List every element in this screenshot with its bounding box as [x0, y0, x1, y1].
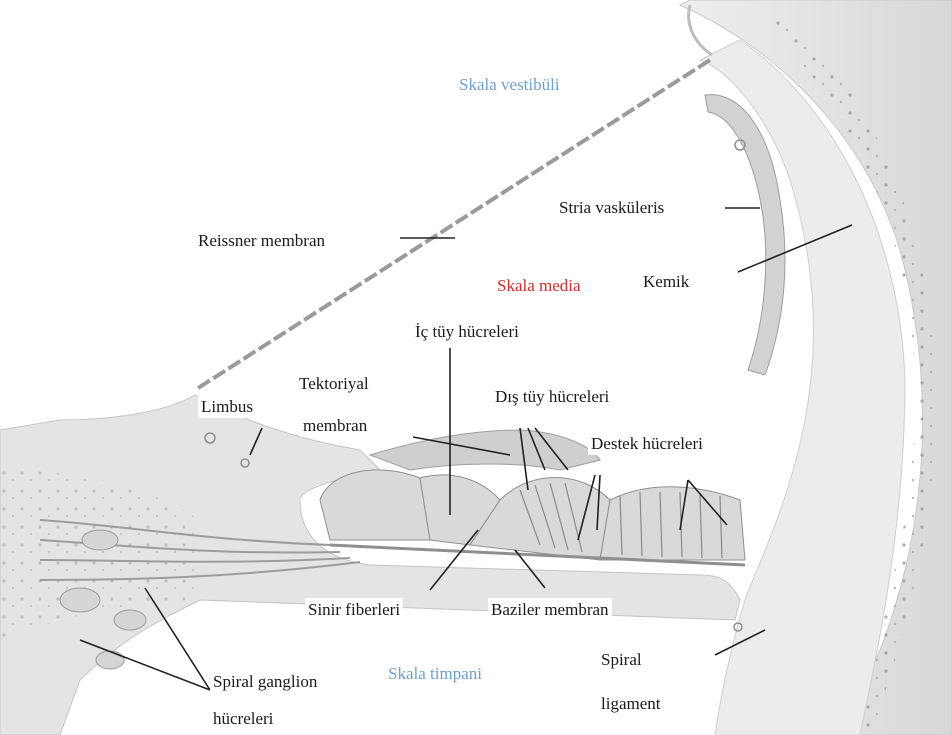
label-kemik: Kemik	[640, 270, 692, 293]
label-skala-timpani: Skala timpani	[385, 662, 485, 685]
label-skala-media: Skala media	[494, 274, 584, 297]
label-reissner-membran: Reissner membran	[195, 229, 328, 252]
label-ic-tuy-hucreleri: İç tüy hücreleri	[412, 320, 522, 343]
label-spiral-ligament-line2: ligament	[598, 692, 663, 715]
label-dis-tuy-hucreleri: Dış tüy hücreleri	[492, 385, 612, 408]
label-spiral-ganglion-line1: Spiral ganglion	[210, 670, 320, 693]
label-baziler-membran: Baziler membran	[488, 598, 612, 621]
label-tektoriyal-line2: membran	[300, 414, 370, 437]
label-tektoriyal-line1: Tektoriyal	[296, 372, 372, 395]
label-destek-hucreleri: Destek hücreleri	[588, 432, 706, 455]
label-sinir-fiberleri: Sinir fiberleri	[305, 598, 403, 621]
label-spiral-ligament-line1: Spiral	[598, 648, 645, 671]
label-stria-vaskuleris: Stria vasküleris	[556, 196, 667, 219]
label-spiral-ganglion-line2: hücreleri	[210, 707, 276, 730]
label-skala-vestibuli: Skala vestibüli	[456, 73, 563, 96]
label-limbus: Limbus	[198, 395, 256, 418]
